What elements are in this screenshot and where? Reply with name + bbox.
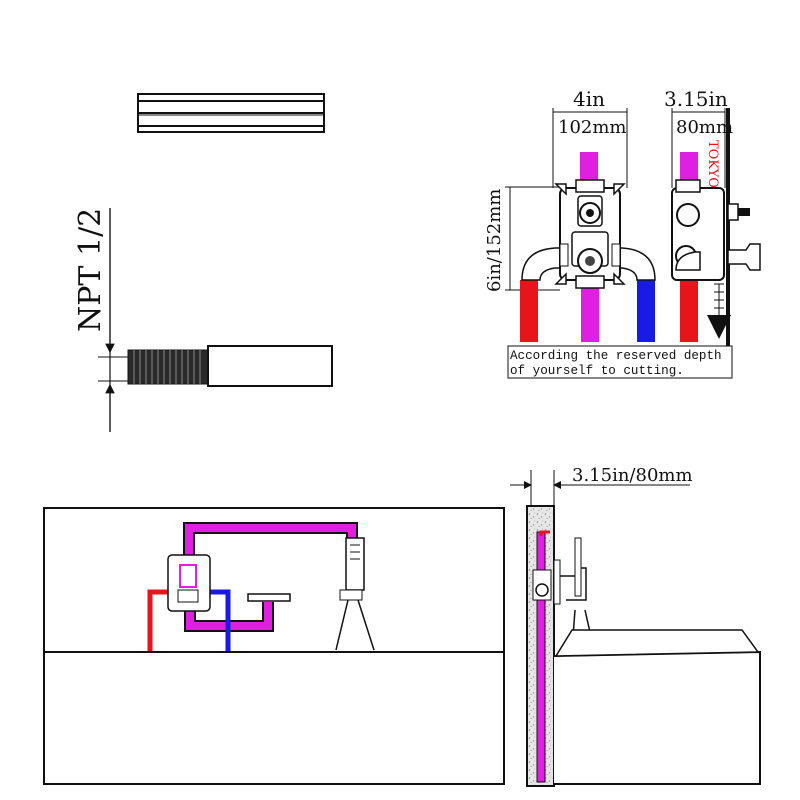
valve-width-inches: 4in bbox=[573, 87, 605, 111]
installation-side-section bbox=[510, 470, 761, 787]
cold-pipe bbox=[637, 280, 655, 342]
cutting-note-box bbox=[507, 345, 733, 379]
hot-pipe bbox=[520, 280, 538, 342]
valve-depth-mm: 80mm bbox=[676, 117, 733, 138]
valve-width-mm: 102mm bbox=[558, 117, 627, 138]
cutting-note-line1: According the reserved depth bbox=[510, 349, 722, 363]
npt-label: NPT 1/2 bbox=[73, 208, 108, 332]
valve-height-label: 6in/152mm bbox=[484, 189, 505, 292]
mixed-pipe-bottom bbox=[581, 288, 599, 342]
npt-fitting-drawing bbox=[98, 208, 333, 432]
cutting-note-line2: of yourself to cutting. bbox=[510, 364, 684, 378]
wall-depth-label: 3.15in/80mm bbox=[572, 465, 693, 486]
valve-front-view bbox=[505, 108, 656, 342]
cover-plate-side-view bbox=[137, 93, 325, 133]
installation-front-view bbox=[43, 507, 505, 785]
valve-depth-inches: 3.15in bbox=[664, 87, 728, 111]
side-stamp: TOKYO bbox=[705, 140, 720, 188]
valve-side-view bbox=[671, 108, 761, 346]
mixed-pipe-top bbox=[580, 152, 598, 184]
